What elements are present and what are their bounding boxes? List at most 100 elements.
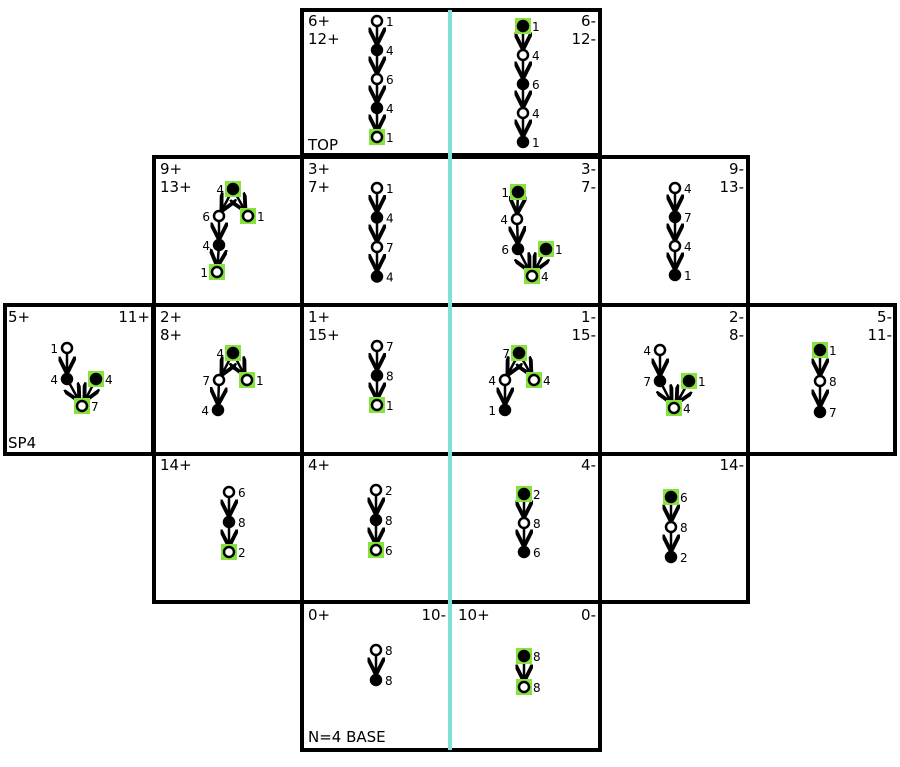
open-node	[241, 209, 255, 223]
node-label: 7	[91, 400, 99, 414]
cell-label-right: 1-	[581, 308, 596, 326]
filled-node	[60, 372, 74, 386]
cell-label-right: 8-	[729, 326, 744, 344]
cell-label-right: 2-	[729, 308, 744, 326]
filled-node	[511, 185, 525, 199]
cell-label-left: 7+	[308, 178, 330, 196]
node-label: 1	[684, 269, 692, 283]
cell-labels: 6+12+6-12-9+13+3+7+3-7-9-13-5+11+2+8+1+1…	[8, 12, 892, 746]
open-node	[516, 48, 530, 62]
filled-node	[369, 673, 383, 687]
open-node	[222, 545, 236, 559]
cell-label-left: 15+	[308, 326, 340, 344]
open-node	[212, 209, 226, 223]
node-label: 4	[488, 374, 496, 388]
filled-node	[370, 101, 384, 115]
node-label: 1	[386, 182, 394, 196]
node-label: 4	[532, 107, 540, 121]
filled-node	[212, 238, 226, 252]
filled-node	[370, 270, 384, 283]
cell-frame	[598, 303, 750, 456]
node-label: 1	[532, 20, 540, 34]
open-node	[212, 373, 226, 387]
open-node	[370, 130, 384, 144]
node-label: 4	[216, 183, 224, 197]
filled-node	[517, 487, 531, 501]
node-label: 4	[643, 344, 651, 358]
open-node	[369, 543, 383, 557]
node-label: 8	[829, 375, 837, 389]
node-label: 1	[829, 344, 837, 358]
cell-label-left: 1+	[308, 308, 330, 326]
cell-label-left: 8+	[160, 326, 182, 344]
open-node	[222, 485, 236, 499]
filled-node	[668, 268, 682, 282]
cell-label-right: 9-	[729, 160, 744, 178]
tree-edge-arrow	[218, 251, 219, 265]
node-label: 2	[533, 488, 541, 502]
cell-frame	[598, 452, 750, 604]
tree-diagram: 682	[221, 485, 246, 560]
open-node	[664, 520, 678, 534]
cell-label-right: 13-	[720, 178, 745, 196]
node-label: 7	[643, 375, 651, 389]
node-label: 7	[829, 406, 837, 420]
node-label: 6	[385, 544, 393, 558]
node-label: 4	[216, 347, 224, 361]
open-node	[370, 181, 384, 195]
cell-label-left: 5+	[8, 308, 30, 326]
open-node	[498, 373, 512, 387]
filled-node	[539, 242, 553, 256]
filled-node	[682, 374, 696, 388]
filled-node	[222, 515, 236, 529]
filled-node	[370, 369, 384, 382]
node-label: 4	[543, 374, 551, 388]
node-label: 6	[238, 486, 246, 500]
node-label: 6	[386, 73, 394, 87]
node-label: 4	[201, 404, 209, 418]
cell-label-left: 2+	[160, 308, 182, 326]
open-node	[517, 680, 531, 694]
open-node	[369, 643, 383, 657]
node-label: 8	[680, 521, 688, 535]
cell-label-left: 0+	[308, 606, 330, 624]
cell-label-right: 15-	[572, 326, 597, 344]
node-label: 1	[386, 131, 394, 145]
node-label: 8	[533, 650, 541, 664]
open-node	[668, 181, 682, 195]
node-label: 1	[555, 243, 563, 257]
open-node	[527, 373, 541, 387]
node-label: 8	[385, 644, 393, 658]
node-label: 1	[257, 210, 265, 224]
cell-label-right: 12-	[572, 30, 597, 48]
cell-frame	[3, 303, 155, 456]
filled-node	[512, 346, 526, 360]
cell-label-left: 14+	[160, 456, 192, 474]
filled-node	[516, 77, 530, 91]
node-label: 4	[50, 373, 58, 387]
filled-node	[369, 513, 383, 527]
node-label: 8	[533, 681, 541, 695]
filled-node	[664, 490, 678, 504]
node-label: 8	[238, 516, 246, 530]
node-label: 4	[684, 182, 692, 196]
node-label: 2	[385, 484, 393, 498]
tree-edge-arrow	[218, 385, 219, 403]
node-label: 7	[684, 211, 692, 225]
open-node	[668, 239, 682, 253]
node-label: 7	[502, 347, 510, 361]
node-label: 6	[202, 210, 210, 224]
cell-label-left: 3+	[308, 160, 330, 178]
cell-footer-base: N=4 BASE	[308, 728, 386, 746]
cell-label-left: 10+	[458, 606, 490, 624]
node-label: 4	[386, 102, 394, 116]
